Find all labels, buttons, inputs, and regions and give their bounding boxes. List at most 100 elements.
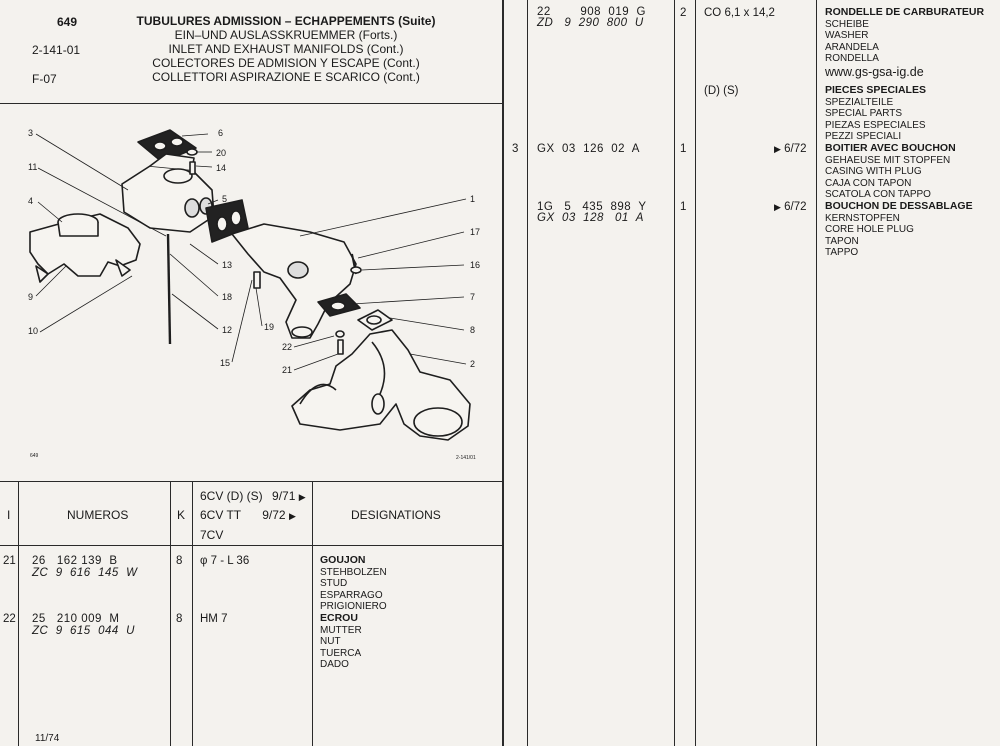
rrow-3-item: 3: [512, 143, 519, 155]
designation-it: SCATOLA CON TAPPO: [825, 189, 931, 200]
designation-en: WASHER: [825, 30, 869, 41]
model-1-date: 9/71: [272, 489, 296, 503]
callout-17: 17: [470, 227, 480, 237]
page-title: TUBULURES ADMISSION – ECHAPPEMENTS (Suit…: [106, 14, 466, 84]
designation-de: SCHEIBE: [825, 18, 869, 30]
col-rule-4: [312, 481, 313, 746]
designation-title: BOITIER AVEC BOUCHON: [825, 142, 956, 154]
manifold-drawing: 3 6 20 14 11 5 1 4 17 13 16 9 18 7 10 12…: [28, 128, 480, 461]
website-watermark: www.gs-gsa-ig.de: [825, 65, 924, 79]
rrow-4-date: ▶ 6/72: [774, 201, 807, 213]
designation-title: GOUJON: [320, 554, 366, 566]
rrow-1-alt-number: ZD 9 290 800 U: [537, 17, 644, 29]
arrow-icon: ▶: [774, 202, 781, 212]
designation-en: SPECIAL PARTS: [825, 108, 903, 119]
designation-es: PIEZAS ESPECIALES: [825, 119, 926, 131]
rrow-3-part-number: GX 03 126 02 A: [537, 143, 640, 155]
designation-de: MUTTER: [320, 624, 362, 636]
designation-title: ECROU: [320, 612, 358, 624]
callout-15: 15: [220, 358, 230, 368]
header-rule: [0, 103, 502, 104]
designation-it: TAPPO: [825, 247, 859, 258]
col-header-designations: DESIGNATIONS: [351, 508, 441, 522]
callout-3: 3: [28, 128, 33, 138]
arrow-icon: ▶: [774, 144, 781, 154]
page-number: 649: [57, 15, 78, 29]
diagram-ref-right: 2-141/01: [456, 455, 476, 461]
designation-de: SPEZIALTEILE: [825, 96, 894, 108]
callout-19: 19: [264, 322, 274, 332]
exploded-parts-diagram: 3 6 20 14 11 5 1 4 17 13 16 9 18 7 10 12…: [0, 104, 500, 474]
rrow-3-qty: 1: [680, 143, 687, 155]
designation-es: ESPARRAGO: [320, 589, 383, 601]
rrow-1-designations: RONDELLE DE CARBURATEUR SCHEIBE WASHER A…: [825, 6, 985, 65]
callout-13: 13: [222, 260, 232, 270]
designation-es: ARANDELA: [825, 41, 879, 53]
table-top-rule: [0, 481, 502, 482]
row-21-qty: 8: [176, 555, 183, 567]
rrow-4-date-value: 6/72: [784, 201, 807, 213]
right-col-rule-2: [674, 0, 675, 746]
model-1-label: 6CV (D) (S): [200, 489, 263, 503]
rrow-3-date: ▶ 6/72: [774, 143, 807, 155]
rrow-1-qty: 2: [680, 7, 687, 19]
callout-8: 8: [470, 325, 475, 335]
rrow-3-designations: BOITIER AVEC BOUCHON GEHAEUSE MIT STOPFE…: [825, 142, 956, 201]
model-2-label: 6CV TT: [200, 508, 241, 522]
designation-de: STEHBOLZEN: [320, 566, 387, 578]
figure-ref: F-07: [32, 72, 57, 86]
callout-5: 5: [222, 194, 227, 204]
rrow-4-alt-number: GX 03 128 01 A: [537, 212, 644, 224]
rrow-4-designations: BOUCHON DE DESSABLAGE KERNSTOPFEN CORE H…: [825, 200, 973, 259]
col-rule-3: [192, 481, 193, 746]
row-22-spec: HM 7: [200, 613, 228, 625]
designation-title: RONDELLE DE CARBURATEUR: [825, 6, 985, 18]
callout-20: 20: [216, 148, 226, 158]
callout-2: 2: [470, 359, 475, 369]
center-divider: [502, 0, 504, 746]
footer-date: 11/74: [35, 733, 60, 744]
title-it: COLLETTORI ASPIRAZIONE E SCARICO (Cont.): [152, 70, 420, 84]
designation-it: DADO: [320, 659, 349, 670]
designation-es: TUERCA: [320, 647, 362, 659]
rrow-4-part-number: 1G 5 435 898 Y: [537, 201, 647, 213]
col-header-numeros: NUMEROS: [67, 508, 129, 522]
col-header-k: K: [177, 508, 186, 522]
row-21-alt-number: ZC 9 616 145 W: [32, 567, 138, 579]
title-es: COLECTORES DE ADMISION Y ESCAPE (Cont.): [152, 56, 420, 70]
callout-12: 12: [222, 325, 232, 335]
designation-it: PEZZI SPECIALI: [825, 131, 902, 142]
rrow-3-date-value: 6/72: [784, 143, 807, 155]
callout-10: 10: [28, 326, 38, 336]
rrow-1-part-number: 22 908 019 G: [537, 6, 646, 18]
model-2: 6CV TT 9/72 ▶: [200, 508, 296, 522]
callout-1: 1: [470, 194, 475, 204]
right-col-rule-3: [695, 0, 696, 746]
designation-title: BOUCHON DE DESSABLAGE: [825, 200, 973, 212]
designation-en: STUD: [320, 578, 348, 589]
col-rule-1: [18, 481, 19, 746]
callout-14: 14: [216, 163, 226, 173]
arrow-icon: ▶: [298, 492, 306, 502]
callout-6: 6: [218, 128, 223, 138]
row-22-alt-number: ZC 9 615 044 U: [32, 625, 135, 637]
callout-11: 11: [28, 162, 37, 172]
row-22-qty: 8: [176, 613, 183, 625]
rrow-2-designations: PIECES SPECIALES SPEZIALTEILE SPECIAL PA…: [825, 84, 926, 143]
designation-es: CAJA CON TAPON: [825, 177, 912, 189]
callout-4: 4: [28, 196, 33, 206]
designation-title: PIECES SPECIALES: [825, 84, 926, 96]
designation-de: KERNSTOPFEN: [825, 212, 900, 224]
row-21-spec: φ 7 - L 36: [200, 555, 250, 567]
designation-de: GEHAEUSE MIT STOPFEN: [825, 154, 951, 166]
right-col-rule-4: [816, 0, 817, 746]
callout-16: 16: [470, 260, 480, 270]
row-22-part-number: 25 210 009 M: [32, 613, 120, 625]
rrow-2-spec: (D) (S): [704, 85, 739, 97]
callout-18: 18: [222, 292, 232, 302]
row-22-item: 22: [3, 613, 16, 625]
col-rule-2: [170, 481, 171, 746]
arrow-icon: ▶: [288, 511, 296, 521]
row-21-item: 21: [3, 555, 16, 567]
model-2-date: 9/72: [262, 508, 286, 522]
